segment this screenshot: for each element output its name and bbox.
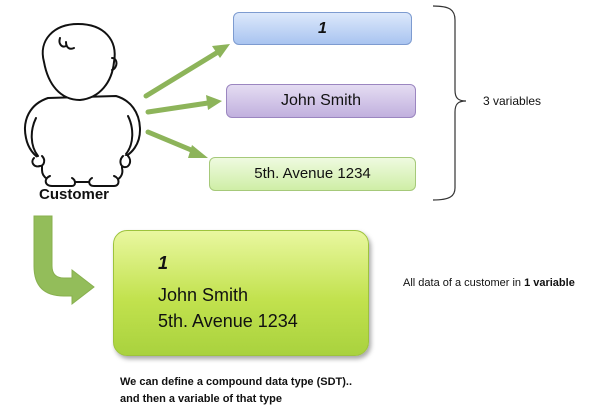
id-variable-box: 1 <box>233 12 412 45</box>
all-data-bold: 1 variable <box>524 277 575 289</box>
curly-brace <box>432 5 467 201</box>
name-value: John Smith <box>280 92 362 109</box>
sdt-note: We can define a compound data type (SDT)… <box>120 374 352 408</box>
customer-figure-icon <box>24 23 141 187</box>
arrow-to-name-box <box>145 100 211 115</box>
address-value: 5th. Avenue 1234 <box>254 165 371 182</box>
compound-variable-box: 1 John Smith 5th. Avenue 1234 <box>113 230 369 356</box>
compound-id-value: 1 <box>158 253 169 273</box>
three-variables-label: 3 variables <box>483 94 542 108</box>
sdt-line-1: We can define a compound data type (SDT)… <box>120 376 353 388</box>
compound-name-value: John Smith <box>158 285 249 305</box>
all-data-note: All data of a customer in 1 variable <box>403 277 575 289</box>
arrow-to-address-box <box>145 129 199 155</box>
arrows-to-variables <box>143 44 230 158</box>
arrowhead-id <box>212 44 230 58</box>
customer-label: Customer <box>39 186 110 203</box>
id-value: 1 <box>318 20 327 37</box>
compound-address-value: 5th. Avenue 1234 <box>158 311 298 331</box>
name-variable-box: John Smith <box>226 84 416 118</box>
all-data-prefix: All data of a customer in <box>403 277 525 289</box>
arrow-to-id-box <box>143 49 221 99</box>
sdt-line-2: and then a variable of that type <box>120 393 282 405</box>
arrowhead-name <box>206 95 222 110</box>
bent-arrow-to-compound <box>33 215 95 306</box>
arrowhead-address <box>188 145 208 158</box>
address-variable-box: 5th. Avenue 1234 <box>209 157 416 191</box>
